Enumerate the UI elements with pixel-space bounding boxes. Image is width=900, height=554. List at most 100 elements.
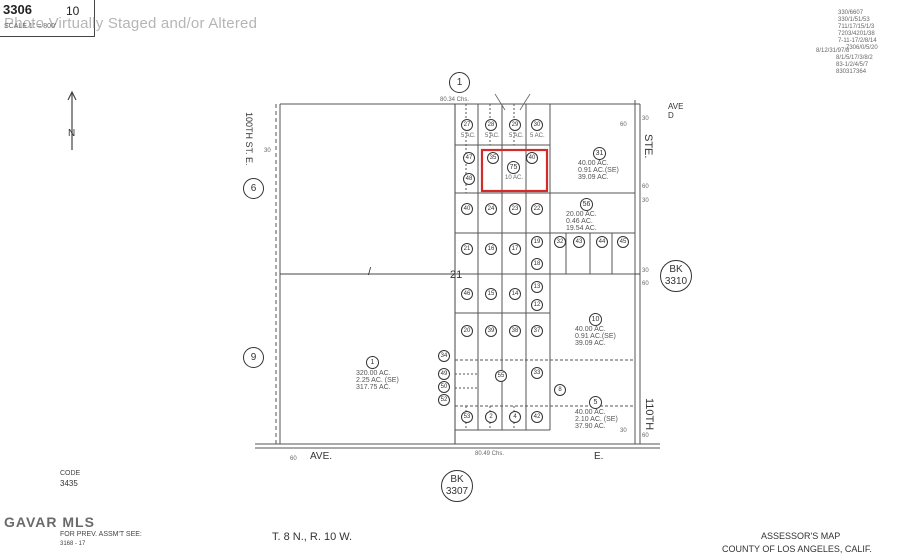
parcel-35-circle: 35 bbox=[487, 152, 499, 164]
record-number: 7-11-17/2/8/14 bbox=[838, 38, 877, 44]
lot-circle: 29 bbox=[509, 119, 521, 131]
lot-area-label: 5 AC. bbox=[509, 133, 524, 139]
parcel-31-circle: 31 bbox=[593, 147, 606, 160]
lot-circle: 46 bbox=[461, 288, 473, 300]
edge-number: 60 bbox=[620, 122, 627, 128]
lot-circle: 50 bbox=[438, 381, 450, 393]
record-number: 8/1/5/17/3/8/2 bbox=[836, 55, 873, 61]
record-number: 330/6607 bbox=[838, 10, 864, 16]
lot-circle: 21 bbox=[461, 243, 473, 255]
edge-number: 60 bbox=[642, 184, 649, 190]
lot-circle: 14 bbox=[509, 288, 521, 300]
north-label: N bbox=[68, 128, 76, 139]
record-number: 330/1/51/53 bbox=[838, 17, 870, 23]
lot-circle: 37 bbox=[531, 325, 543, 337]
lot-circle: 27 bbox=[461, 119, 473, 131]
edge-number: 30 bbox=[642, 198, 649, 204]
lot-circle: 8 bbox=[554, 384, 566, 396]
map-header-box bbox=[0, 0, 95, 37]
lot-circle: 24 bbox=[485, 203, 497, 215]
lot-circle: 43 bbox=[573, 236, 585, 248]
edge-number: 60 bbox=[642, 433, 649, 439]
parcel-1-area: 320.00 AC. 2.25 AC. (SE) 317.75 AC. bbox=[356, 370, 399, 391]
north-arrow-icon bbox=[67, 90, 77, 150]
edge-number: 30 bbox=[642, 268, 649, 274]
section-circle-6: 6 bbox=[243, 178, 264, 199]
edge-number: 30 bbox=[620, 428, 627, 434]
street-ste-label: STE. bbox=[642, 134, 654, 159]
page-number: 10 bbox=[66, 4, 80, 18]
parcel-75-area: 10 AC. bbox=[505, 175, 524, 181]
book-3310-circle: BK 3310 bbox=[660, 260, 692, 292]
record-number: 711/17/15/1/3 bbox=[838, 24, 875, 30]
lot-circle: 20 bbox=[461, 325, 473, 337]
lot-circle: 40 bbox=[461, 203, 473, 215]
parcel-10-circle: 10 bbox=[589, 313, 602, 326]
lot-circle: 33 bbox=[531, 367, 543, 379]
highlighted-parcel-outline bbox=[480, 148, 549, 193]
prev-assessment-value: 3168 - 17 bbox=[60, 541, 86, 547]
lot-circle: 18 bbox=[531, 258, 543, 270]
ave-d-label: AVE D bbox=[668, 102, 684, 120]
top-chains-label: 80.34 Chs. bbox=[440, 97, 470, 103]
parcel-40-circle: 40 bbox=[526, 152, 538, 164]
book-number: 3306 bbox=[3, 2, 32, 17]
lot-circle: 15 bbox=[485, 288, 497, 300]
lot-circle: 39 bbox=[485, 325, 497, 337]
lot-circle: 52 bbox=[438, 394, 450, 406]
lot-circle: 30 bbox=[531, 119, 543, 131]
map-scale: SCALE 1" = 800' bbox=[4, 23, 57, 30]
record-number-list: 330/6607 330/1/51/53 711/17/15/1/3 7203/… bbox=[838, 10, 878, 52]
mls-logo: GAVAR MLS bbox=[4, 514, 95, 530]
edge-number: 60 bbox=[642, 281, 649, 287]
lot-circle: 16 bbox=[485, 243, 497, 255]
lot-circle: 48 bbox=[463, 173, 475, 185]
lot-circle: 28 bbox=[485, 119, 497, 131]
lot-circle: 42 bbox=[531, 411, 543, 423]
lot-circle: 22 bbox=[531, 203, 543, 215]
section-mark: / bbox=[368, 266, 372, 278]
edge-number: 30 bbox=[642, 116, 649, 122]
lot-circle: 49 bbox=[438, 368, 450, 380]
map-title: ASSESSOR'S MAP bbox=[761, 531, 841, 541]
parcel-5-circle: 5 bbox=[589, 396, 602, 409]
lot-circle: 44 bbox=[596, 236, 608, 248]
record-number: 83-1/2/4/5/7 bbox=[836, 62, 869, 68]
section-circle-9: 9 bbox=[243, 347, 264, 368]
lot-circle: 32 bbox=[554, 236, 566, 248]
ave-e-suffix-label: E. bbox=[594, 451, 604, 462]
record-number: 8/12/31/97/8 bbox=[816, 48, 850, 54]
edge-number: 60 bbox=[290, 456, 297, 462]
street-110th-label: 110TH bbox=[643, 398, 655, 431]
record-number-list-2: 8/12/31/97/8 8/1/5/17/3/8/2 83-1/2/4/5/7… bbox=[816, 48, 873, 76]
lot-circle: 38 bbox=[509, 325, 521, 337]
lot-circle: 12 bbox=[531, 299, 543, 311]
lot-circle: 19 bbox=[531, 236, 543, 248]
lot-circle: 47 bbox=[463, 152, 475, 164]
lot-area-label: 5 AC. bbox=[530, 133, 545, 139]
section-number: 21 bbox=[450, 269, 463, 281]
parcel-56-circle: 56 bbox=[580, 198, 593, 211]
lot-area-label: 5 AC. bbox=[485, 133, 500, 139]
parcel-1-circle: 1 bbox=[366, 356, 379, 369]
lot-circle: 2 bbox=[485, 411, 497, 423]
code-value: 3435 bbox=[60, 479, 78, 488]
township-label: T. 8 N., R. 10 W. bbox=[272, 531, 353, 543]
lot-circle: 4 bbox=[509, 411, 521, 423]
bottom-chains-label: 80.49 Chs. bbox=[475, 451, 505, 457]
county-label: COUNTY OF LOS ANGELES, CALIF. bbox=[722, 544, 872, 554]
lot-circle: 17 bbox=[509, 243, 521, 255]
lot-circle: 34 bbox=[438, 350, 450, 362]
record-number: 7306/0/5/20 bbox=[846, 45, 878, 51]
lot-circle: 23 bbox=[509, 203, 521, 215]
street-100th-label: 100TH ST. E. bbox=[244, 112, 254, 166]
record-number: 7203/4201/38 bbox=[838, 31, 875, 37]
parcel-31-area: 40.00 AC. 0.91 AC.(SE) 39.09 AC. bbox=[578, 160, 619, 181]
lot-area-label: 5 AC. bbox=[461, 133, 476, 139]
lot-circle: 13 bbox=[531, 281, 543, 293]
edge-number: 30 bbox=[264, 148, 271, 154]
code-label: CODE bbox=[60, 470, 81, 477]
record-number: 830317364 bbox=[836, 69, 867, 75]
parcel-10-area: 40.00 AC. 0.91 AC.(SE) 39.09 AC. bbox=[575, 326, 616, 347]
